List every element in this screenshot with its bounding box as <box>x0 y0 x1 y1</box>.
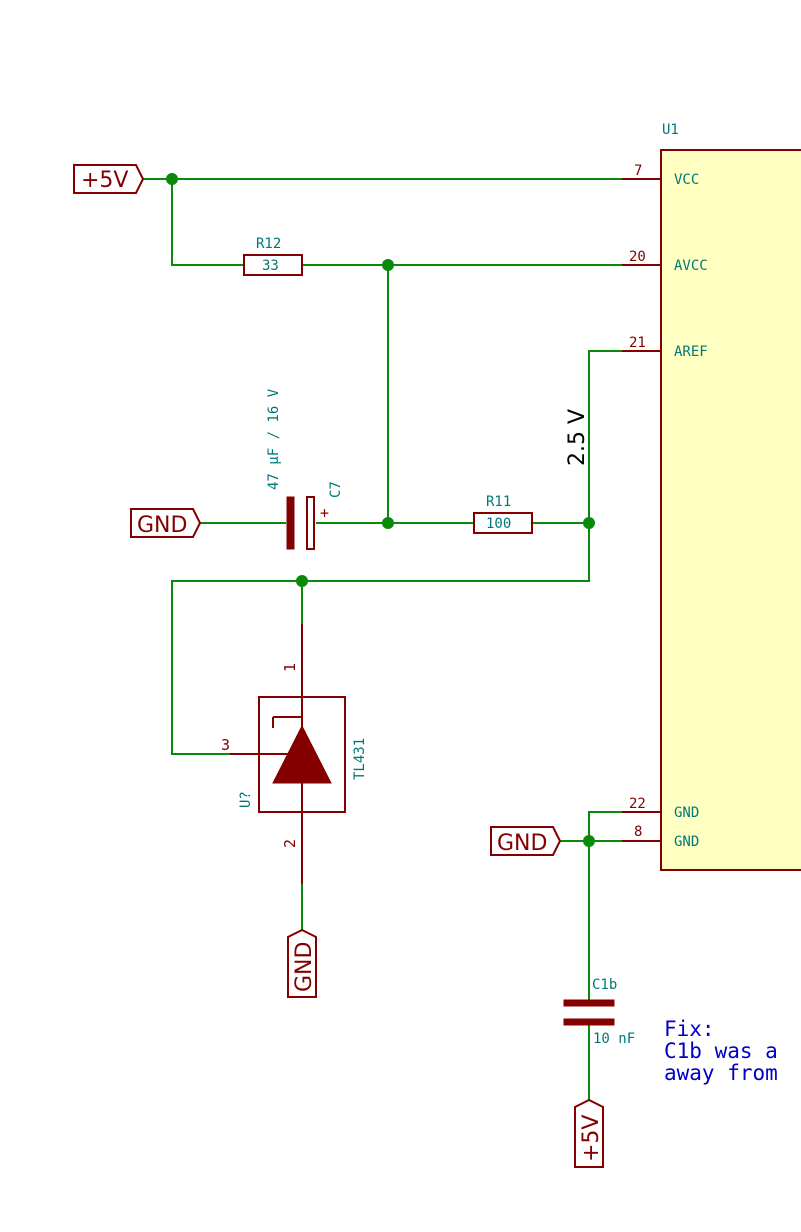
c1b-ref: C1b <box>592 977 617 993</box>
u1-pin-aref-number: 21 <box>629 335 646 351</box>
r12-value: 33 <box>262 258 279 274</box>
note-line-2: C1b was a <box>664 1039 778 1063</box>
u1-pin-gnd-22-number: 22 <box>629 796 646 812</box>
c7-ref: C7 <box>328 481 344 498</box>
u1-pin-gnd-8-number: 8 <box>634 824 642 840</box>
tl431-ref: U? <box>238 791 254 808</box>
u1-body[interactable] <box>660 149 801 871</box>
note-line-3: away from <box>664 1061 778 1085</box>
r11-ref: R11 <box>486 494 511 510</box>
u1-pin-gnd-22-name: GND <box>674 805 699 821</box>
resistor-r12[interactable]: R12 33 <box>243 236 303 276</box>
net-label-2v5: 2.5 V <box>565 409 590 466</box>
u1-pin-aref[interactable]: 21 AREF <box>622 335 708 360</box>
u1-pin-avcc-number: 20 <box>629 249 646 265</box>
capacitor-c7[interactable]: C7 + 47 µF / 16 V <box>266 388 344 550</box>
gnd-u1[interactable]: GND <box>490 826 562 856</box>
c7-value: 47 µF / 16 V <box>266 388 282 490</box>
junctions <box>166 173 595 847</box>
power-5v-bottom[interactable]: +5V <box>574 1098 604 1168</box>
tl431-value: TL431 <box>352 738 368 780</box>
gnd-c7-label: GND <box>137 513 187 538</box>
gnd-u1-label: GND <box>497 831 547 856</box>
note-line-1: Fix: <box>664 1017 715 1041</box>
c1b-value: 10 nF <box>593 1031 635 1047</box>
tl431-pin1: 1 <box>281 663 299 672</box>
power-5v-bottom-label: +5V <box>579 1115 604 1162</box>
u1-pin-gnd-8[interactable]: 8 GND <box>622 824 699 850</box>
tl431-pin2: 2 <box>281 839 299 848</box>
u1-pin-aref-name: AREF <box>674 344 708 360</box>
r12-ref: R12 <box>256 236 281 252</box>
tl431-pin3: 3 <box>221 736 230 754</box>
wires <box>143 178 622 1100</box>
u1-pin-avcc[interactable]: 20 AVCC <box>622 249 708 274</box>
resistor-r11[interactable]: R11 100 <box>473 494 533 534</box>
gnd-tl431[interactable]: GND <box>287 928 317 998</box>
power-5v-top[interactable]: +5V <box>73 164 145 194</box>
r11-value: 100 <box>486 516 511 532</box>
u1-pin-gnd-8-name: GND <box>674 834 699 850</box>
u1-ref: U1 <box>662 122 679 138</box>
c7-polarity: + <box>320 504 329 522</box>
fix-note: Fix: C1b was a away from <box>664 1017 778 1085</box>
u1-pin-avcc-name: AVCC <box>674 258 708 274</box>
tl431-reference[interactable]: 1 2 3 TL431 U? <box>221 624 368 884</box>
u1-pin-vcc-name: VCC <box>674 172 699 188</box>
u1-pin-vcc-number: 7 <box>634 163 642 179</box>
capacitor-c1b[interactable]: C1b 10 nF <box>563 977 635 1047</box>
gnd-tl431-label: GND <box>292 942 317 992</box>
u1-pin-vcc[interactable]: 7 VCC <box>622 163 699 188</box>
power-5v-top-label: +5V <box>81 168 128 193</box>
u1-pin-gnd-22[interactable]: 22 GND <box>622 796 699 821</box>
gnd-c7[interactable]: GND <box>130 508 202 538</box>
